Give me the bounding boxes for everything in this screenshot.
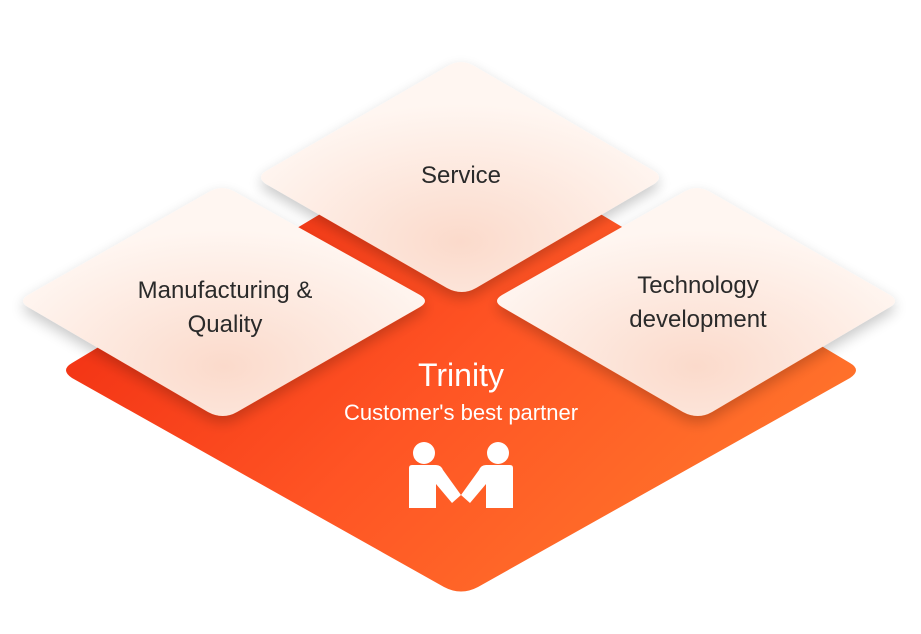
tile-label-technology-development: Technology development <box>629 272 767 333</box>
tile-technology-development <box>497 188 895 416</box>
tile-manufacturing-quality <box>23 188 425 416</box>
trinity-subtitle: Customer's best partner <box>343 400 579 425</box>
tile-label-service: Service <box>420 162 502 189</box>
tile-label-manufacturing-quality: Manufacturing & Quality <box>137 277 313 338</box>
handshake-people-icon <box>409 442 513 508</box>
tile-service <box>261 62 659 292</box>
trinity-title: Trinity <box>418 357 504 393</box>
